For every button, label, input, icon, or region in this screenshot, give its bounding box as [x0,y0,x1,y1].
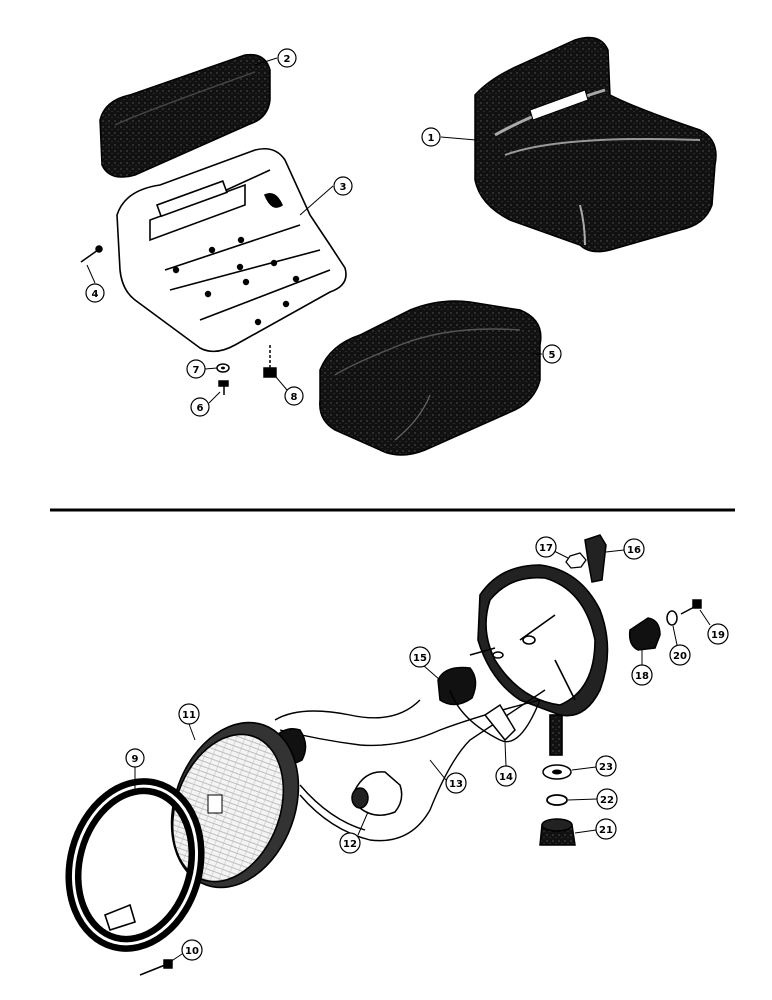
nut-17 [565,552,587,569]
callout-label: 10 [185,946,199,957]
callout-label: 7 [193,365,200,376]
clip-14 [483,703,516,742]
retaining-ring-9 [65,778,205,952]
callout-16: 16 [605,538,645,560]
lamp-housing [477,564,609,756]
back-cushion [99,53,271,178]
callout-6: 6 [190,391,221,417]
callout-2: 2 [254,48,297,68]
callout-17: 17 [535,536,569,559]
callout-4: 4 [85,264,105,303]
callout-7: 7 [186,359,218,379]
washer-7 [216,363,230,373]
callout-14: 14 [495,741,517,787]
callout-label: 3 [340,182,347,193]
callout-5: 5 [532,344,562,364]
bracket-16 [584,534,607,583]
callout-label: 5 [549,350,556,361]
washer-23 [542,764,572,780]
callout-label: 9 [132,754,139,765]
seat-pan [116,147,347,353]
callout-label: 6 [197,403,204,414]
callouts: 1 2 3 4 5 6 [85,48,729,963]
lock-washer-22 [546,794,568,806]
callout-label: 12 [343,839,357,850]
callout-label: 23 [599,762,613,773]
callout-19: 19 [699,609,729,645]
socket-15 [437,647,504,706]
callout-label: 20 [673,651,687,662]
callout-18: 18 [631,650,653,686]
screw-6 [218,380,229,395]
screw-10 [139,959,173,976]
callout-label: 1 [428,133,435,144]
callout-label: 2 [284,54,291,65]
callout-9: 9 [125,748,145,790]
callout-11: 11 [178,703,200,741]
callout-label: 14 [499,772,513,783]
callout-label: 17 [539,543,553,554]
seat-cushion [319,300,542,456]
callout-10: 10 [169,939,203,963]
callout-label: 11 [182,710,196,721]
bolt-8 [263,345,277,378]
callout-label: 19 [711,630,725,641]
washer-20 [666,610,678,626]
callout-13: 13 [429,759,467,794]
callout-label: 22 [600,795,614,806]
callout-22: 22 [567,788,618,810]
callout-label: 18 [635,671,649,682]
callout-label: 21 [599,825,613,836]
callout-label: 15 [413,653,427,664]
callout-label: 8 [291,392,298,403]
seat-assembly [474,36,717,253]
callout-label: 13 [449,779,463,790]
callout-label: 4 [92,289,99,300]
callout-label: 16 [627,545,641,556]
callout-8: 8 [275,376,304,406]
callout-23: 23 [571,755,617,777]
callout-3: 3 [299,176,353,216]
switch-knob-18 [628,617,661,651]
callout-21: 21 [574,818,617,840]
callout-1: 1 [421,127,477,147]
callout-15: 15 [409,646,441,681]
nut-21 [539,818,576,846]
screw-4 [80,245,103,263]
screw-19 [680,599,702,615]
callout-12: 12 [339,811,369,854]
callout-20: 20 [669,625,691,666]
